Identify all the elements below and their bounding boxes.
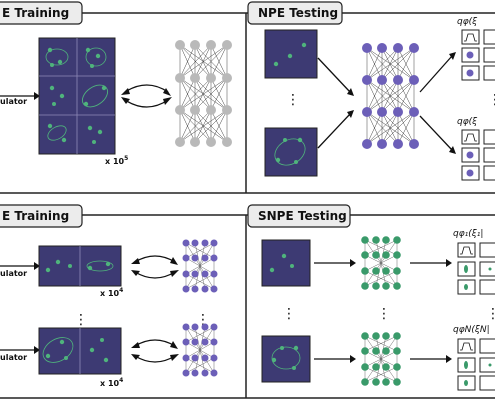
- snpe-image-pair-bottom: [38, 327, 122, 375]
- purple-network: [362, 43, 419, 149]
- snpe-posterior-grid-bottom: [457, 338, 495, 391]
- svg-text:⋮: ⋮: [488, 92, 495, 108]
- green-net-top: [361, 236, 401, 290]
- svg-text:qφ(ξ: qφ(ξ: [457, 17, 478, 27]
- svg-text:ulator: ulator: [0, 269, 27, 278]
- snpe-testing-panel: ⋮ ⋮: [261, 229, 495, 391]
- snpe-training-panel: ulator x 104 ⋮ ulator x 104: [0, 239, 218, 388]
- svg-text:SNPE Testing: SNPE Testing: [258, 209, 347, 223]
- svg-text:NPE Testing: NPE Testing: [258, 6, 338, 20]
- snpe-image-pair-top: [38, 245, 122, 287]
- posterior-grid-top: [461, 29, 495, 81]
- npe-testing-panel: ⋮: [264, 17, 495, 181]
- snpe-posterior-grid-top: [457, 242, 495, 295]
- svg-text:x 105: x 105: [105, 155, 128, 166]
- svg-text:⋮: ⋮: [377, 306, 391, 322]
- purple-net-bottom: [182, 323, 218, 377]
- svg-text:qφN(ξN|: qφN(ξN|: [453, 325, 490, 335]
- svg-text:⋮: ⋮: [282, 306, 296, 322]
- title-npe-training: E Training: [0, 1, 83, 25]
- svg-text:qφ₁(ξ₁|: qφ₁(ξ₁|: [453, 229, 483, 239]
- green-net-bottom: [361, 332, 401, 386]
- gray-network: [175, 40, 232, 147]
- title-snpe-testing: SNPE Testing: [247, 204, 351, 228]
- test-image-top: [264, 29, 318, 79]
- simulator-label: ulator: [0, 97, 27, 106]
- svg-text:ulator: ulator: [0, 353, 27, 362]
- title-snpe-training: E Training: [0, 204, 83, 228]
- svg-text:E Training: E Training: [2, 6, 69, 20]
- svg-text:E Training: E Training: [2, 209, 69, 223]
- test-image-bottom: [264, 127, 318, 177]
- purple-net-top: [182, 239, 218, 293]
- snpe-test-image-bottom: [261, 335, 311, 383]
- svg-text:x 104: x 104: [100, 377, 123, 388]
- svg-text:qφ(ξ: qφ(ξ: [457, 117, 478, 127]
- svg-text:⋮: ⋮: [74, 312, 88, 328]
- training-image-grid: [38, 37, 116, 155]
- posterior-grid-bottom: [461, 129, 495, 181]
- svg-text:⋮: ⋮: [486, 306, 495, 322]
- title-npe-testing: NPE Testing: [247, 1, 343, 25]
- svg-text:x 104: x 104: [100, 287, 123, 298]
- npe-training-panel: ulator x 105: [0, 37, 232, 166]
- snpe-test-image-top: [261, 239, 311, 287]
- svg-text:⋮: ⋮: [286, 92, 300, 108]
